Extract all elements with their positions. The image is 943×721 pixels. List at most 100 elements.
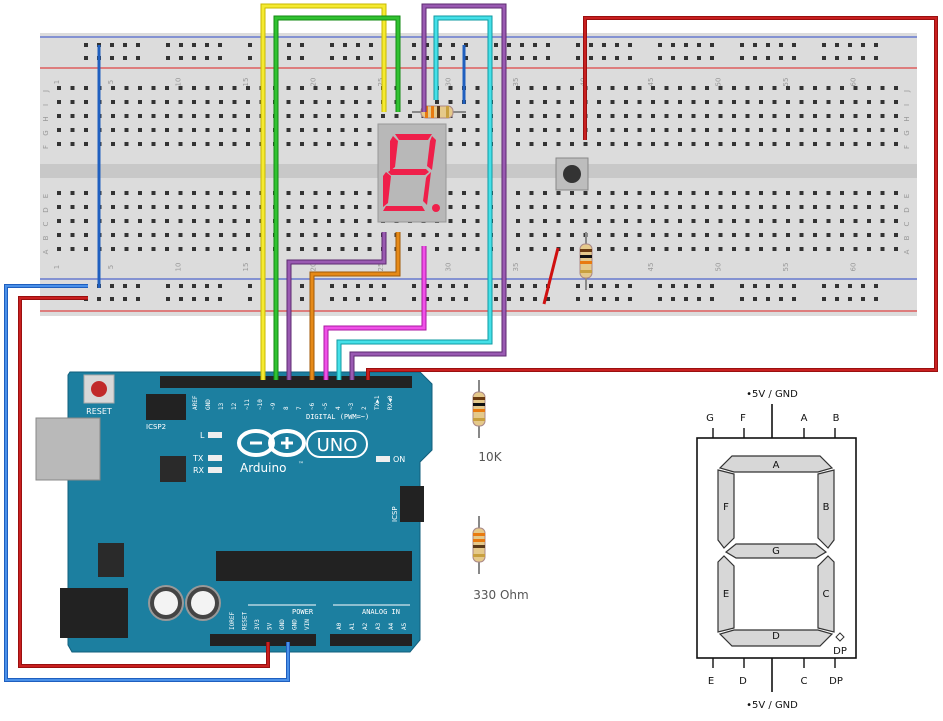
row-letter: H <box>903 116 911 121</box>
breadboard-hole <box>894 219 898 223</box>
rail-hole <box>615 284 619 288</box>
rail-hole <box>576 43 580 47</box>
rail-hole <box>507 297 511 301</box>
rail-hole <box>533 43 537 47</box>
push-button <box>555 157 589 191</box>
breadboard-hole <box>880 219 885 223</box>
breadboard-hole <box>813 233 817 237</box>
breadboard-hole <box>340 205 345 209</box>
rail-hole <box>576 284 580 288</box>
breadboard-hole <box>624 233 628 237</box>
center-channel <box>40 164 917 178</box>
rail-hole <box>520 284 524 288</box>
breadboard-hole <box>651 191 655 195</box>
pin-label: 4 <box>335 406 342 410</box>
column-number: 45 <box>647 263 655 272</box>
breadboard-hole <box>327 233 331 237</box>
breadboard-hole <box>786 205 790 209</box>
breadboard-hole <box>840 205 844 209</box>
diagram-seg-d <box>718 629 834 647</box>
rail-hole <box>766 297 770 301</box>
breadboard-hole <box>516 247 520 251</box>
breadboard-hole <box>165 233 169 237</box>
breadboard-hole <box>894 100 898 104</box>
breadboard-hole <box>165 142 169 146</box>
breadboard-hole <box>880 191 885 195</box>
breadboard-hole <box>286 247 291 251</box>
rail-hole <box>382 297 386 301</box>
breadboard-hole <box>178 86 183 90</box>
breadboard-hole <box>556 205 561 209</box>
breadboard-hole <box>732 100 736 104</box>
breadboard-hole <box>826 128 831 132</box>
breadboard-hole <box>219 247 223 251</box>
breadboard-hole <box>367 191 372 195</box>
breadboard-hole <box>826 205 831 209</box>
breadboard-hole <box>691 142 696 146</box>
breadboard-hole <box>354 219 358 223</box>
breadboard-hole <box>745 128 750 132</box>
breadboard-hole <box>138 114 142 118</box>
breadboard-hole <box>462 128 466 132</box>
breadboard-hole <box>151 100 156 104</box>
breadboard-hole <box>84 128 88 132</box>
rail-hole <box>425 56 429 60</box>
breadboard-hole <box>678 233 682 237</box>
rail-hole <box>287 43 291 47</box>
breadboard-hole <box>313 100 318 104</box>
breadboard-hole <box>651 142 655 146</box>
pin-label: ~11 <box>244 399 251 410</box>
rail-hole <box>874 297 878 301</box>
breadboard-hole <box>327 247 331 251</box>
rail-hole <box>753 43 757 47</box>
breadboard-hole <box>853 191 858 195</box>
rail-hole <box>166 43 170 47</box>
breadboard-hole <box>300 247 304 251</box>
breadboard-hole <box>165 114 169 118</box>
breadboard-hole <box>772 233 777 237</box>
breadboard-hole <box>826 247 831 251</box>
rail-hole <box>740 43 744 47</box>
seg-label-a: A <box>773 460 780 471</box>
breadboard-hole <box>894 86 898 90</box>
breadboard-hole <box>327 219 331 223</box>
breadboard-hole <box>516 128 520 132</box>
rail-hole <box>110 284 114 288</box>
seg-label-e: E <box>723 589 729 600</box>
breadboard-hole <box>786 128 790 132</box>
breadboard-hole <box>300 205 304 209</box>
breadboard-hole <box>705 142 709 146</box>
breadboard-hole <box>529 191 534 195</box>
breadboard-hole <box>570 86 574 90</box>
breadboard-hole <box>205 114 210 118</box>
breadboard-hole <box>138 86 142 90</box>
breadboard-hole <box>651 100 655 104</box>
digital-label: DIGITAL (PWM=~) <box>306 413 369 421</box>
rail-hole <box>628 284 632 288</box>
breadboard-hole <box>165 219 169 223</box>
breadboard-hole <box>772 205 777 209</box>
breadboard-hole <box>664 86 669 90</box>
rail-hole <box>369 284 373 288</box>
digital-header <box>160 376 412 388</box>
breadboard-hole <box>853 142 858 146</box>
breadboard-hole <box>610 233 615 237</box>
breadboard-hole <box>367 142 372 146</box>
breadboard-hole <box>840 114 844 118</box>
display-seg-a <box>395 134 432 140</box>
breadboard-hole <box>84 191 88 195</box>
tx-led-label: TX <box>192 454 204 463</box>
rail-hole <box>684 56 688 60</box>
rail-hole <box>300 56 304 60</box>
breadboard-hole <box>435 233 439 237</box>
pin-label: IOREF <box>229 612 236 630</box>
breadboard-hole <box>759 205 763 209</box>
pin-label: 13 <box>218 402 225 410</box>
breadboard-hole <box>367 86 372 90</box>
rail-hole <box>589 43 593 47</box>
breadboard-hole <box>705 114 709 118</box>
breadboard-hole <box>475 233 480 237</box>
breadboard-hole <box>219 86 223 90</box>
breadboard-hole <box>772 142 777 146</box>
